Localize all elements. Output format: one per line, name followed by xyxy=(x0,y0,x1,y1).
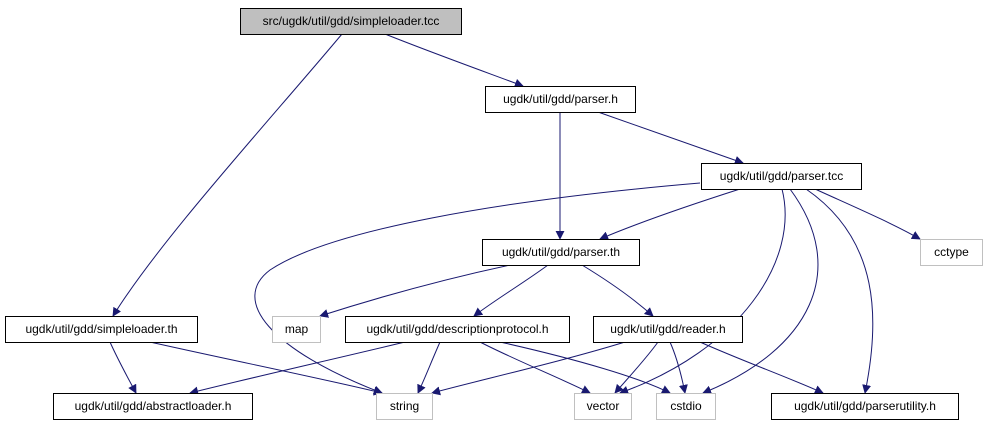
node-parser-tcc[interactable]: ugdk/util/gdd/parser.tcc xyxy=(701,163,862,190)
node-label: ugdk/util/gdd/parser.h xyxy=(503,92,618,106)
node-vector: vector xyxy=(574,393,632,420)
node-label: map xyxy=(285,322,309,336)
edge-descriptionprotocol-h-to-string xyxy=(417,341,441,394)
node-label: src/ugdk/util/gdd/simpleloader.tcc xyxy=(263,14,440,28)
node-label: ugdk/util/gdd/parser.th xyxy=(502,245,620,259)
node-box xyxy=(482,239,640,266)
node-map: map xyxy=(272,316,321,343)
node-box xyxy=(574,393,632,420)
node-simpleloader-th[interactable]: ugdk/util/gdd/simpleloader.th xyxy=(5,316,198,343)
edge-simpleloader-tcc-to-simpleloader-th xyxy=(112,33,343,317)
edge-parser-tcc-to-vector xyxy=(619,188,786,395)
node-reader-h[interactable]: ugdk/util/gdd/reader.h xyxy=(593,316,743,343)
edge-parser-h-to-parser-tcc xyxy=(597,111,744,165)
node-box xyxy=(272,316,321,343)
node-label: ugdk/util/gdd/simpleloader.th xyxy=(25,322,177,336)
node-label: ugdk/util/gdd/parser.tcc xyxy=(720,169,843,183)
node-label: cctype xyxy=(934,245,969,259)
edge-parser-tcc-to-parser-th xyxy=(599,188,741,240)
node-box xyxy=(656,393,716,420)
node-box xyxy=(485,86,636,113)
node-simpleloader-tcc[interactable]: src/ugdk/util/gdd/simpleloader.tcc xyxy=(240,8,462,35)
node-box xyxy=(593,316,743,343)
edge-parser-th-to-reader-h xyxy=(581,264,654,317)
edge-descriptionprotocol-h-to-abstractloader-h xyxy=(189,341,406,396)
edge-reader-h-to-parserutility-h xyxy=(699,341,824,394)
edge-simpleloader-th-to-string xyxy=(149,341,383,396)
edge-parser-tcc-to-parserutility-h xyxy=(805,188,874,394)
edge-descriptionprotocol-h-to-cstdio xyxy=(499,341,671,394)
node-box xyxy=(5,316,198,343)
edges-layer xyxy=(109,33,921,396)
node-label: ugdk/util/gdd/reader.h xyxy=(610,322,725,336)
node-string: string xyxy=(376,393,433,420)
edge-parser-tcc-to-cstdio xyxy=(702,188,819,395)
node-descriptionprotocol-h[interactable]: ugdk/util/gdd/descriptionprotocol.h xyxy=(345,316,570,343)
node-box xyxy=(376,393,433,420)
edge-reader-h-to-vector xyxy=(614,341,659,394)
node-box xyxy=(240,8,462,35)
node-label: ugdk/util/gdd/descriptionprotocol.h xyxy=(366,322,548,336)
node-label: string xyxy=(390,399,419,413)
edge-reader-h-to-string xyxy=(431,341,626,396)
edge-simpleloader-tcc-to-parser-h xyxy=(384,33,524,88)
edge-parser-tcc-to-cctype xyxy=(814,188,921,240)
node-box xyxy=(345,316,570,343)
edge-parser-tcc-to-string xyxy=(254,182,701,395)
edge-descriptionprotocol-h-to-vector xyxy=(479,341,591,394)
edge-parser-th-to-descriptionprotocol-h xyxy=(473,264,549,317)
edge-reader-h-to-cstdio xyxy=(669,341,688,394)
node-label: cstdio xyxy=(670,399,702,413)
node-box xyxy=(701,163,862,190)
edge-parser-th-to-map xyxy=(319,264,511,318)
node-parser-th[interactable]: ugdk/util/gdd/parser.th xyxy=(482,239,640,266)
edge-simpleloader-th-to-abstractloader-h xyxy=(109,341,137,394)
node-box xyxy=(53,393,253,420)
node-cstdio: cstdio xyxy=(656,393,716,420)
nodes-layer: src/ugdk/util/gdd/simpleloader.tcc ugdk/u… xyxy=(5,8,983,420)
node-parser-h[interactable]: ugdk/util/gdd/parser.h xyxy=(485,86,636,113)
node-label: ugdk/util/gdd/abstractloader.h xyxy=(75,399,232,413)
node-label: ugdk/util/gdd/parserutility.h xyxy=(794,399,936,413)
node-parserutility-h[interactable]: ugdk/util/gdd/parserutility.h xyxy=(771,393,959,420)
node-cctype: cctype xyxy=(920,239,983,266)
node-label: vector xyxy=(587,399,620,413)
node-box xyxy=(771,393,959,420)
node-abstractloader-h[interactable]: ugdk/util/gdd/abstractloader.h xyxy=(53,393,253,420)
node-box xyxy=(920,239,983,266)
